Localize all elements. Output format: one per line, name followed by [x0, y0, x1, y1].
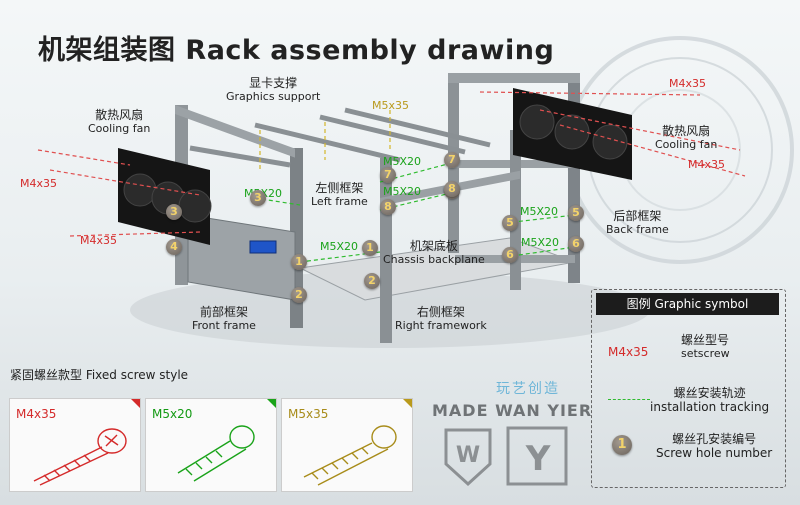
- right-framework-en: Right framework: [395, 319, 487, 332]
- screw-hole-8b: 8: [444, 181, 460, 197]
- screw-hole-6b: 6: [568, 236, 584, 252]
- svg-text:Y: Y: [525, 439, 551, 479]
- screw-card-m5x35-label: M5x35: [288, 407, 329, 421]
- screw-hole-2a: 2: [291, 287, 307, 303]
- screw-tag-m5x20-f: M5X20: [521, 236, 560, 249]
- screw-card-m5x20: M5x20: [145, 398, 277, 492]
- legend-hole-zh: 螺丝孔安装编号: [672, 432, 757, 446]
- brand-slogan: 玩艺创造: [496, 381, 560, 397]
- legend-setscrew-zh: 螺丝型号: [681, 333, 730, 347]
- graphics-support-label: 显卡支撑 Graphics support: [226, 76, 320, 104]
- legend-hole: 螺丝孔安装编号 Screw hole number: [656, 432, 772, 460]
- screw-hole-7b: 7: [444, 152, 460, 168]
- fixed-screw-heading: 紧固螺丝款型 Fixed screw style: [10, 368, 189, 382]
- screw-card-m5x35: M5x35: [281, 398, 413, 492]
- screw-card-m4x35: M4x35: [9, 398, 141, 492]
- brand-text: MADE WAN YIER: [432, 401, 593, 420]
- screw-hole-1a: 1: [291, 254, 307, 270]
- screw-hole-2b: 2: [364, 273, 380, 289]
- cooling-fan-left-label: 散热风扇 Cooling fan: [88, 108, 150, 136]
- front-frame-zh: 前部框架: [199, 305, 248, 319]
- screw-card-m4x35-label: M4x35: [16, 407, 57, 421]
- right-framework-zh: 右侧框架: [416, 305, 465, 319]
- screw-hole-5a: 5: [502, 215, 518, 231]
- card-corner-olive: [403, 399, 412, 408]
- screw-tag-m5x20-e: M5X20: [520, 205, 559, 218]
- screw-tag-m5x20-d: M5X20: [320, 240, 359, 253]
- left-frame-label: 左侧框架 Left frame: [311, 181, 368, 209]
- screw-hole-7a: 7: [380, 167, 396, 183]
- back-frame-zh: 后部框架: [613, 209, 662, 223]
- screw-hole-3a: 3: [250, 190, 266, 206]
- screw-hole-6a: 6: [502, 247, 518, 263]
- legend-header: 图例 Graphic symbol: [596, 293, 779, 315]
- chassis-en: Chassis backplane: [383, 253, 485, 266]
- cooling-fan-right-en: Cooling fan: [655, 138, 718, 151]
- screw-tag-m4-right: M4x35: [688, 158, 725, 171]
- screw-tag-m4-top: M4x35: [669, 77, 706, 90]
- graphics-support-en: Graphics support: [226, 90, 321, 103]
- screw-tag-m4-left1: M4x35: [20, 177, 57, 190]
- right-framework-label: 右侧框架 Right framework: [395, 305, 487, 333]
- screw-hole-3b: 3: [166, 204, 182, 220]
- cooling-fan-right-label: 散热风扇 Cooling fan: [655, 124, 717, 152]
- legend-track-line: [608, 399, 650, 400]
- screw-card-m5x20-label: M5x20: [152, 407, 193, 421]
- front-frame-en: Front frame: [192, 319, 256, 332]
- cooling-fan-left-en: Cooling fan: [88, 122, 151, 135]
- chassis-backplane-label: 机架底板 Chassis backplane: [383, 239, 485, 267]
- screw-m4x35-icon: [33, 428, 127, 486]
- legend-setscrew-en: setscrew: [681, 347, 730, 360]
- legend-tracking: 螺丝安装轨迹 installation tracking: [650, 386, 769, 414]
- screw-tag-m5x20-a: M5X20: [383, 155, 422, 168]
- screw-tag-m5x20-b: M5X20: [383, 185, 422, 198]
- screw-hole-8a: 8: [380, 199, 396, 215]
- legend-hole-en: Screw hole number: [656, 446, 773, 460]
- screw-hole-5b: 5: [568, 205, 584, 221]
- legend-hole-sample: 1: [612, 435, 632, 455]
- screw-tag-m4-left2: M4x35: [80, 234, 117, 247]
- front-frame-label: 前部框架 Front frame: [192, 305, 256, 333]
- left-frame-zh: 左侧框架: [315, 181, 364, 195]
- card-corner-green: [267, 399, 276, 408]
- legend-tracking-zh: 螺丝安装轨迹: [673, 386, 746, 400]
- screw-hole-4a: 4: [166, 239, 182, 255]
- cooling-fan-left-zh: 散热风扇: [95, 108, 144, 122]
- legend-setscrew-sample: M4x35: [608, 345, 649, 359]
- screw-tag-m5x35: M5x35: [372, 99, 409, 112]
- back-frame-label: 后部框架 Back frame: [606, 209, 669, 237]
- back-frame-en: Back frame: [606, 223, 669, 236]
- legend-setscrew: 螺丝型号 setscrew: [681, 333, 730, 361]
- page-title: 机架组装图 Rack assembly drawing: [38, 35, 555, 66]
- svg-text:W: W: [456, 443, 480, 468]
- screw-m5x20-icon: [177, 425, 255, 482]
- legend-tracking-en: installation tracking: [650, 400, 770, 414]
- card-corner-red: [131, 399, 140, 408]
- left-frame-en: Left frame: [311, 195, 368, 208]
- legend-box: [591, 289, 786, 488]
- screw-hole-1b: 1: [362, 240, 378, 256]
- graphics-support-zh: 显卡支撑: [249, 76, 298, 90]
- chassis-zh: 机架底板: [409, 239, 458, 253]
- brand-logo: W Y: [444, 426, 568, 487]
- screw-m5x35-icon: [303, 425, 397, 486]
- cooling-fan-right-zh: 散热风扇: [662, 124, 711, 138]
